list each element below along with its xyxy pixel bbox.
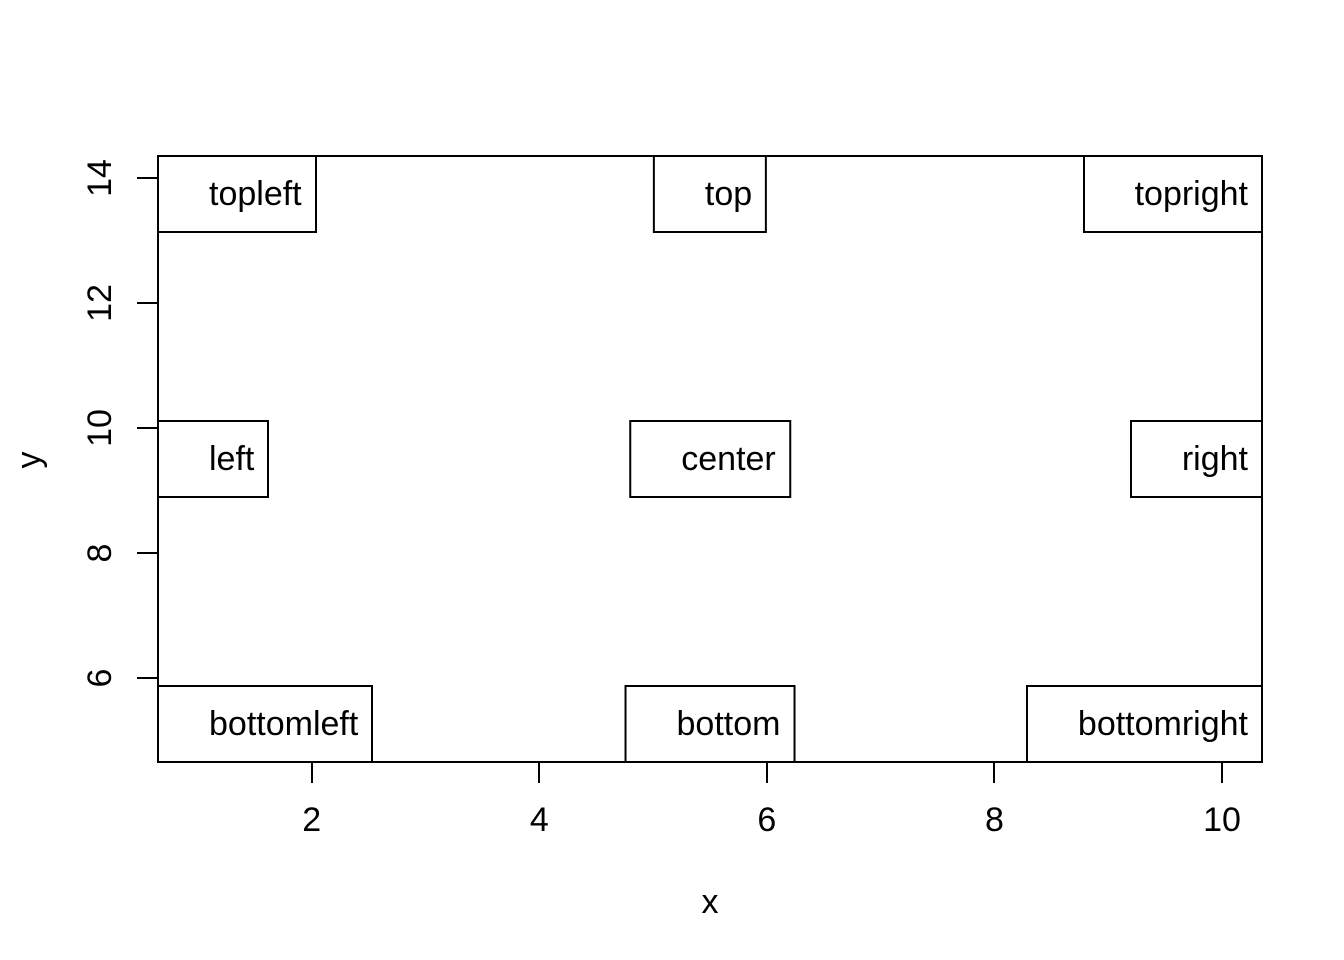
y-tick-label: 6 <box>81 668 119 688</box>
legend-label-left: left <box>209 440 255 478</box>
x-tick-label: 6 <box>757 801 777 839</box>
legend-box-center: center <box>629 420 791 498</box>
legend-label-bottomleft: bottomleft <box>209 705 359 743</box>
legend-box-right: right <box>1129 420 1263 498</box>
legend-label-bottomright: bottomright <box>1077 705 1248 743</box>
legend-box-bottomleft: bottomleft <box>157 685 374 763</box>
plot-border: topleft top topright left center right bottoml… <box>157 155 1263 763</box>
legend-label-center: center <box>681 440 776 478</box>
y-tick-label: 14 <box>81 158 119 197</box>
legend-label-bottom: bottom <box>676 705 781 743</box>
x-tick <box>765 763 768 783</box>
legend-box-top: top <box>652 155 768 233</box>
x-tick <box>1221 763 1224 783</box>
x-tick-label: 10 <box>1203 801 1241 839</box>
legend-box-bottomright: bottomright <box>1025 685 1263 763</box>
x-tick-label: 2 <box>302 801 322 839</box>
x-tick <box>993 763 996 783</box>
legend-label-topright: topright <box>1134 175 1248 213</box>
x-tick <box>310 763 313 783</box>
x-tick <box>538 763 541 783</box>
y-tick <box>137 551 157 554</box>
y-tick <box>137 301 157 304</box>
y-tick <box>137 426 157 429</box>
x-tick-label: 4 <box>529 801 549 839</box>
legend-label-top: top <box>704 175 753 213</box>
y-tick-label: 12 <box>81 283 119 322</box>
y-tick <box>137 176 157 179</box>
x-axis-title: x <box>701 883 719 921</box>
legend-box-left: left <box>157 420 270 498</box>
legend-box-topright: topright <box>1082 155 1263 233</box>
y-tick-label: 10 <box>81 408 119 447</box>
legend-box-topleft: topleft <box>157 155 317 233</box>
x-tick-label: 8 <box>984 801 1004 839</box>
legend-label-topleft: topleft <box>209 175 302 213</box>
y-axis-title: y <box>10 451 48 469</box>
legend-label-right: right <box>1181 440 1248 478</box>
y-tick <box>137 676 157 679</box>
legend-box-bottom: bottom <box>624 685 796 763</box>
y-tick-label: 8 <box>81 543 119 563</box>
